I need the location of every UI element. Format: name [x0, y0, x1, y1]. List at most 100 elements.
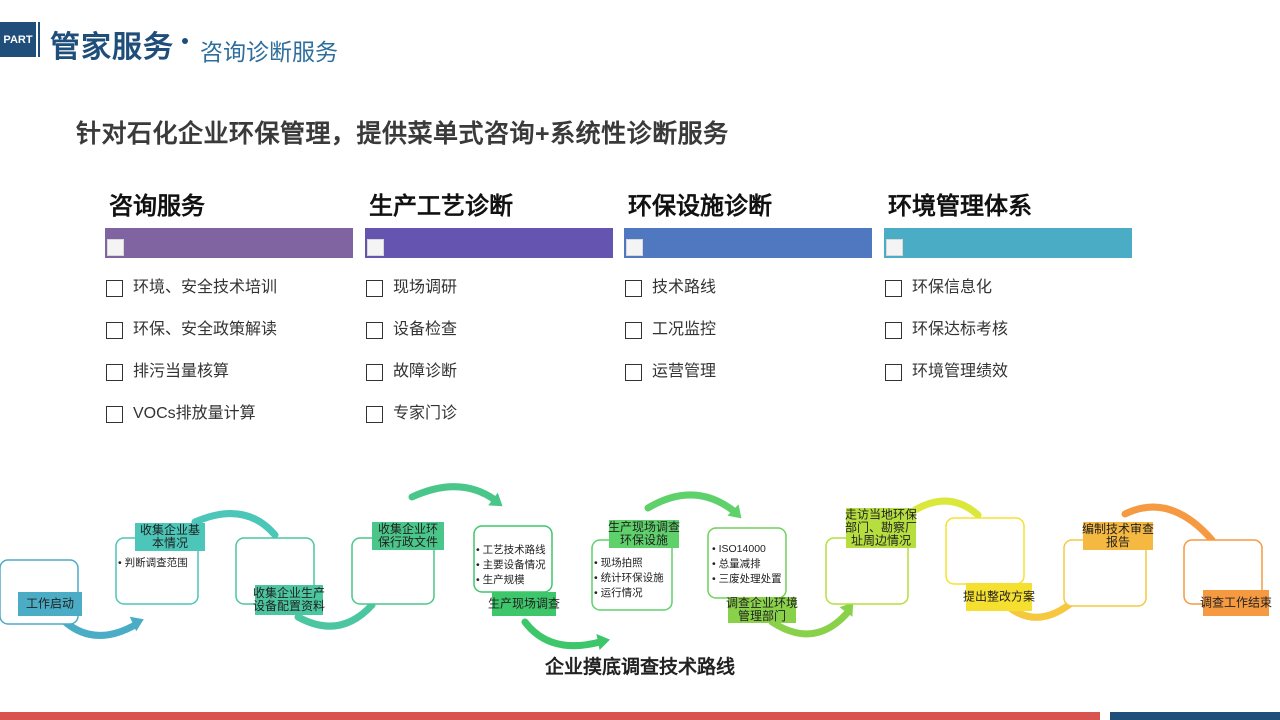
- checklist-item: 现场调研: [365, 278, 613, 320]
- step-label: 生产现场调查: [608, 520, 680, 534]
- checklist-item: 运营管理: [624, 362, 872, 404]
- checkbox-icon: [106, 364, 123, 381]
- flow-arc-10: [1121, 503, 1216, 544]
- step-label: 保行政文件: [378, 534, 438, 549]
- step-label: 收集企业生产: [253, 585, 325, 600]
- column-3: 环境管理体系环保信息化环保达标考核环境管理绩效: [884, 186, 1132, 404]
- step-label-bg: [492, 592, 556, 616]
- step-label-bg: [609, 520, 679, 548]
- flow-arc-6: [644, 491, 739, 516]
- page-title: 管家服务: [50, 31, 174, 64]
- step-label-bg: [135, 523, 205, 551]
- step-bullet: • 主要设备情况: [476, 558, 546, 571]
- checklist-item: 设备检查: [365, 320, 613, 362]
- checklist-item: 环保、安全政策解读: [105, 320, 353, 362]
- step-label: 收集企业基: [140, 522, 200, 537]
- step-label: 管理部门: [738, 608, 786, 623]
- step-bullet: • ISO14000: [712, 543, 766, 555]
- flow-title: 企业摸底调查技术路线: [545, 657, 736, 678]
- step-label: 编制技术审查: [1082, 521, 1154, 536]
- column-title: 咨询服务: [109, 193, 205, 220]
- step-label: 址周边情况: [851, 534, 911, 548]
- column-items: 环保信息化环保达标考核环境管理绩效: [884, 278, 1132, 404]
- item-label: 技术路线: [652, 279, 717, 296]
- column-items: 现场调研设备检查故障诊断专家门诊: [365, 278, 613, 446]
- step-label: 设备配置资料: [253, 599, 325, 613]
- bar-square-icon: [367, 239, 384, 256]
- step-label: 本情况: [152, 536, 188, 550]
- column-title: 环境管理体系: [888, 193, 1032, 220]
- step-bullet: • 三废处理处置: [712, 572, 782, 585]
- arrow-head-icon: [129, 616, 144, 632]
- item-label: 环保、安全政策解读: [133, 321, 278, 338]
- step-label: 调查企业环境: [726, 595, 798, 610]
- footer-bar-red: [0, 712, 1100, 720]
- step-bullet: • 判断调查范围: [118, 556, 188, 569]
- column-color-bar: [624, 228, 872, 258]
- checklist-item: 环境管理绩效: [884, 362, 1132, 404]
- checklist-item: 环境、安全技术培训: [105, 278, 353, 320]
- checkbox-icon: [106, 322, 123, 339]
- step-label: 收集企业环: [378, 521, 438, 536]
- step-label: 报告: [1106, 534, 1130, 549]
- step-bullet: • 现场拍照: [594, 556, 643, 569]
- column-color-bar: [365, 228, 613, 258]
- checkbox-icon: [366, 280, 383, 297]
- bar-square-icon: [107, 239, 124, 256]
- flow-arc-5: [521, 618, 604, 650]
- part-label: PART: [3, 33, 33, 46]
- bar-square-icon: [626, 239, 643, 256]
- arrow-head-icon: [596, 634, 610, 650]
- arrow-head-icon: [839, 602, 854, 617]
- step-bullet: • 工艺技术路线: [476, 543, 546, 556]
- part-badge: PART: [0, 22, 36, 57]
- checkbox-icon: [625, 280, 642, 297]
- step-bullet: • 总量减排: [712, 557, 761, 570]
- arrow-head-icon: [488, 492, 503, 507]
- flow-arc-3: [294, 601, 376, 630]
- item-label: 工况监控: [652, 321, 717, 338]
- item-label: 专家门诊: [393, 405, 458, 422]
- step-label-bg: [1203, 590, 1269, 616]
- step-label: 提出整改方案: [963, 589, 1035, 604]
- step-label-bg: [728, 597, 796, 623]
- arrow-head-icon: [727, 504, 742, 519]
- flow-arc-2: [191, 510, 279, 539]
- checklist-item: 环保信息化: [884, 278, 1132, 320]
- checkbox-icon: [106, 280, 123, 297]
- step-label: 生产现场调查: [488, 597, 560, 611]
- header-divider: [38, 22, 40, 57]
- step-bullet: • 生产规模: [476, 573, 525, 586]
- checkbox-icon: [885, 280, 902, 297]
- step-bullet: • 运行情况: [594, 586, 643, 599]
- headline: 针对石化企业环保管理，提供菜单式咨询+系统性诊断服务: [76, 120, 729, 148]
- step-label: 环保设施: [620, 533, 668, 547]
- checklist-item: 技术路线: [624, 278, 872, 320]
- checklist-item: 专家门诊: [365, 404, 613, 446]
- column-title: 生产工艺诊断: [369, 193, 513, 220]
- flow-box-9: [945, 517, 1025, 585]
- flow-arc-4: [408, 483, 499, 504]
- checklist-item: VOCs排放量计算: [105, 404, 353, 446]
- step-label-bg: [372, 522, 444, 550]
- footer-bar-blue: [1110, 712, 1280, 720]
- flow-arc-7: [768, 608, 852, 638]
- item-label: 环境、安全技术培训: [133, 279, 278, 296]
- column-items: 技术路线工况监控运营管理: [624, 278, 872, 404]
- checkbox-icon: [885, 322, 902, 339]
- step-label: 调查工作结束: [1200, 596, 1272, 610]
- column-title: 环保设施诊断: [628, 193, 772, 220]
- bar-square-icon: [886, 239, 903, 256]
- item-label: VOCs排放量计算: [133, 405, 256, 422]
- checklist-item: 环保达标考核: [884, 320, 1132, 362]
- step-label-bg: [846, 508, 916, 548]
- step-label: 工作启动: [26, 597, 74, 611]
- step-label-bg: [1083, 522, 1153, 550]
- step-bullet: • 统计环保设施: [594, 571, 664, 584]
- step-label-bg: [966, 583, 1032, 611]
- item-label: 环保信息化: [912, 279, 993, 296]
- step-label: 走访当地环保: [845, 508, 917, 522]
